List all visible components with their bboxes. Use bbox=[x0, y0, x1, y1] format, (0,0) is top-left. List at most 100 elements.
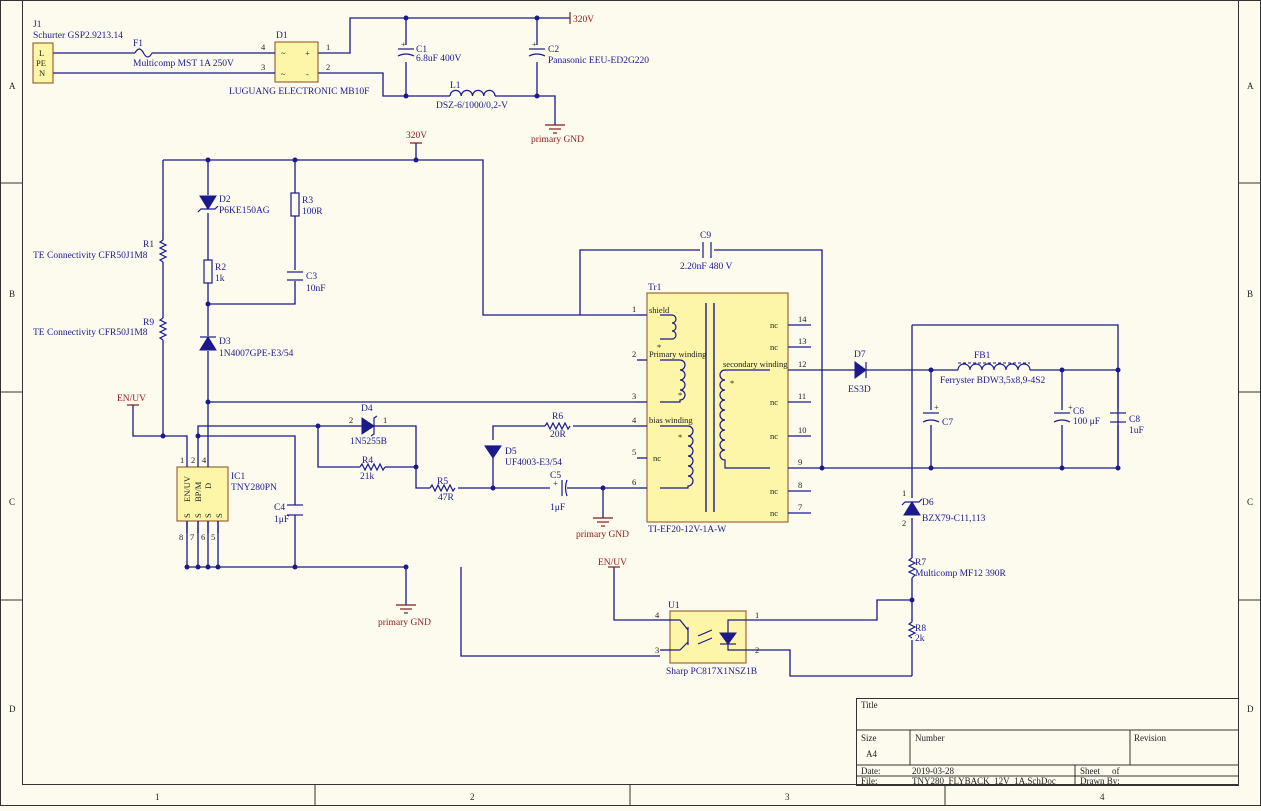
net-label-enuv-u1: EN/UV bbox=[598, 558, 627, 568]
svg-text:FB1: FB1 bbox=[974, 351, 991, 361]
tvs-diode-d2: D2 P6KE150AG bbox=[197, 195, 270, 216]
svg-text:shield: shield bbox=[649, 305, 670, 315]
svg-text:C3: C3 bbox=[306, 272, 317, 282]
svg-text:+: + bbox=[305, 48, 310, 58]
gnd-symbol-top: primary GND bbox=[531, 124, 584, 145]
capacitor-c7: + C7 bbox=[922, 402, 953, 428]
svg-text:1: 1 bbox=[902, 488, 906, 498]
power-port-320v-mid: 320V bbox=[406, 131, 427, 144]
svg-text:*: * bbox=[678, 432, 682, 442]
j1-value: Schurter GSP2.9213.14 bbox=[33, 31, 123, 41]
svg-text:nc: nc bbox=[770, 508, 778, 518]
svg-text:DSZ-6/1000/0,2-V: DSZ-6/1000/0,2-V bbox=[436, 101, 508, 111]
svg-text:2.20nF 480 V: 2.20nF 480 V bbox=[680, 262, 732, 272]
frame-row-b-right: B bbox=[1247, 289, 1253, 299]
tb-number-label: Number bbox=[915, 733, 945, 743]
svg-text:primary GND: primary GND bbox=[378, 618, 431, 628]
svg-text:8: 8 bbox=[179, 532, 183, 542]
svg-text:R6: R6 bbox=[552, 412, 563, 422]
svg-text:S: S bbox=[214, 513, 224, 518]
svg-text:1: 1 bbox=[383, 415, 387, 425]
svg-text:5: 5 bbox=[211, 532, 215, 542]
svg-text:Primary winding: Primary winding bbox=[649, 349, 707, 359]
diode-d7: D7 ES3D bbox=[848, 350, 871, 395]
inductor-l1: L1 DSZ-6/1000/0,2-V bbox=[436, 81, 508, 111]
svg-text:9: 9 bbox=[798, 457, 802, 467]
svg-text:2k: 2k bbox=[915, 634, 925, 644]
diode-d5: D5 UF4003-E3/54 bbox=[484, 445, 562, 468]
svg-text:L1: L1 bbox=[450, 81, 461, 91]
svg-text:+: + bbox=[532, 39, 537, 49]
svg-text:TE Connectivity CFR50J1M8: TE Connectivity CFR50J1M8 bbox=[33, 328, 148, 338]
svg-text:ES3D: ES3D bbox=[848, 385, 871, 395]
capacitor-c2: + C2 Panasonic EEU-ED2G220 bbox=[528, 39, 649, 66]
svg-text:1N4007GPE-E3/54: 1N4007GPE-E3/54 bbox=[219, 349, 294, 359]
svg-text:primary GND: primary GND bbox=[576, 530, 629, 540]
svg-text:S: S bbox=[203, 513, 213, 518]
gnd-symbol-c5: primary GND bbox=[576, 517, 629, 540]
svg-text:LUGUANG ELECTRONIC MB10F: LUGUANG ELECTRONIC MB10F bbox=[229, 87, 369, 97]
svg-text:S: S bbox=[193, 513, 203, 518]
svg-text:C5: C5 bbox=[550, 471, 561, 481]
svg-text:*: * bbox=[657, 342, 661, 352]
junctions bbox=[160, 15, 1121, 603]
svg-text:21k: 21k bbox=[360, 472, 375, 482]
svg-text:4: 4 bbox=[202, 455, 207, 465]
svg-text:4: 4 bbox=[655, 610, 660, 620]
svg-text:2: 2 bbox=[326, 62, 330, 72]
svg-text:2: 2 bbox=[349, 415, 353, 425]
power-port-320v-top: 320V bbox=[569, 12, 594, 25]
svg-text:3: 3 bbox=[261, 62, 265, 72]
resistor-r7: R7 Multicomp MF12 390R bbox=[907, 557, 1006, 579]
svg-text:1: 1 bbox=[755, 610, 759, 620]
svg-text:*: * bbox=[678, 390, 682, 400]
svg-text:nc: nc bbox=[770, 320, 778, 330]
tb-file-label: File: bbox=[861, 776, 878, 786]
svg-text:EN/UV: EN/UV bbox=[117, 394, 146, 404]
svg-text:S: S bbox=[182, 513, 192, 518]
svg-text:11: 11 bbox=[798, 391, 806, 401]
tb-sheet-label: Sheet bbox=[1080, 766, 1100, 776]
svg-text:R1: R1 bbox=[143, 240, 154, 250]
svg-text:100R: 100R bbox=[302, 207, 323, 217]
svg-text:TE Connectivity CFR50J1M8: TE Connectivity CFR50J1M8 bbox=[33, 251, 148, 261]
svg-text:320V: 320V bbox=[573, 15, 594, 25]
svg-text:EN/UV: EN/UV bbox=[182, 475, 192, 502]
resistor-r9: R9 TE Connectivity CFR50J1M8 bbox=[33, 317, 168, 341]
frame-row-b-left: B bbox=[9, 289, 15, 299]
capacitor-c9: C9 2.20nF 480 V bbox=[680, 231, 732, 272]
svg-text:1μF: 1μF bbox=[274, 515, 289, 525]
svg-text:100 μF: 100 μF bbox=[1073, 417, 1100, 427]
svg-text:R8: R8 bbox=[915, 624, 926, 634]
svg-text:secondary winding: secondary winding bbox=[723, 359, 788, 369]
tb-of-label: of bbox=[1112, 766, 1120, 776]
zener-diode-d4: 2 1 D4 1N5255B bbox=[349, 404, 388, 447]
svg-text:6.8uF 400V: 6.8uF 400V bbox=[416, 54, 462, 64]
frame-row-a-right: A bbox=[1247, 81, 1254, 91]
capacitor-c6: + C6 100 μF bbox=[1053, 402, 1100, 427]
svg-text:~: ~ bbox=[281, 48, 286, 58]
svg-text:Multicomp MF12 390R: Multicomp MF12 390R bbox=[915, 569, 1006, 579]
resistor-r5: R5 47R bbox=[429, 477, 456, 503]
svg-text:nc: nc bbox=[770, 431, 778, 441]
j1-ref: J1 bbox=[33, 20, 42, 30]
frame-row-a-left: A bbox=[9, 81, 16, 91]
svg-text:L: L bbox=[39, 48, 44, 58]
svg-text:P6KE150AG: P6KE150AG bbox=[219, 206, 270, 216]
svg-text:10nF: 10nF bbox=[306, 284, 326, 294]
svg-text:D2: D2 bbox=[219, 195, 231, 205]
svg-text:UF4003-E3/54: UF4003-E3/54 bbox=[505, 458, 562, 468]
svg-text:1uF: 1uF bbox=[1129, 426, 1144, 436]
svg-text:+: + bbox=[934, 402, 939, 412]
tb-date-label: Date: bbox=[861, 766, 881, 776]
svg-text:+: + bbox=[553, 478, 558, 488]
frame-col-1: 1 bbox=[155, 792, 160, 802]
svg-text:3: 3 bbox=[632, 391, 636, 401]
svg-text:Sharp PC817X1NSZ1B: Sharp PC817X1NSZ1B bbox=[666, 667, 757, 677]
svg-text:2: 2 bbox=[755, 645, 759, 655]
svg-text:+: + bbox=[401, 39, 406, 49]
svg-text:C4: C4 bbox=[274, 503, 285, 513]
wires bbox=[53, 17, 1119, 677]
svg-text:4: 4 bbox=[261, 42, 266, 52]
svg-text:R2: R2 bbox=[215, 263, 226, 273]
